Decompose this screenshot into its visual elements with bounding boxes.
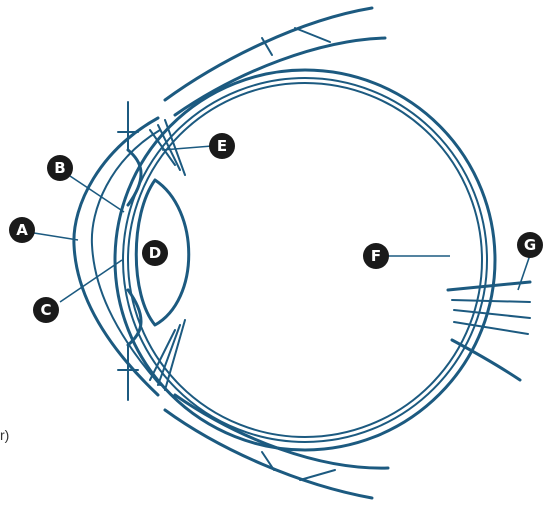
label-b: B bbox=[47, 155, 73, 181]
choroid-layer bbox=[123, 78, 487, 442]
label-d: D bbox=[142, 240, 168, 266]
retina-layer bbox=[128, 83, 482, 437]
margin-fragment-text: r) bbox=[0, 427, 9, 443]
pointer-g bbox=[518, 255, 530, 290]
pointer-a bbox=[34, 233, 78, 240]
pointer-c bbox=[60, 260, 122, 302]
label-e: E bbox=[209, 133, 235, 159]
label-c: C bbox=[33, 297, 59, 323]
label-d-text: D bbox=[149, 244, 161, 262]
label-g-text: G bbox=[524, 236, 536, 254]
optic-nerve-bottom bbox=[452, 340, 520, 380]
label-g: G bbox=[517, 232, 543, 258]
label-b-text: B bbox=[54, 159, 65, 177]
label-c-text: C bbox=[40, 301, 51, 319]
label-f-text: F bbox=[371, 247, 381, 265]
label-a-text: A bbox=[16, 221, 28, 239]
label-e-text: E bbox=[217, 137, 227, 155]
label-a: A bbox=[9, 217, 35, 243]
sclera-outer bbox=[115, 70, 495, 450]
muscle-bottom-2 bbox=[175, 395, 388, 468]
muscle-top-3 bbox=[262, 28, 330, 55]
label-f: F bbox=[363, 243, 389, 269]
muscle-bottom-1 bbox=[165, 410, 372, 498]
